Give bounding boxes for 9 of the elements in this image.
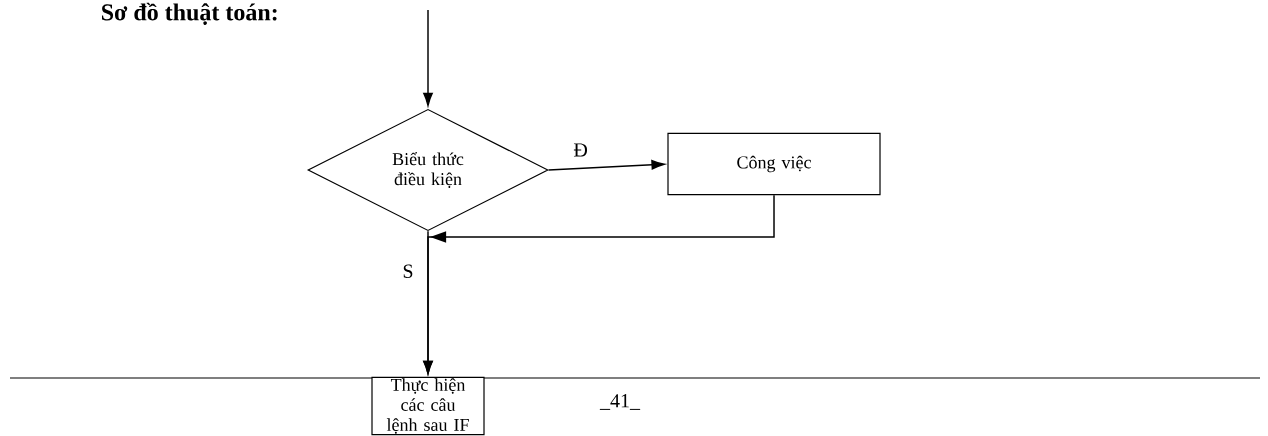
arrow	[547, 159, 665, 171]
edge-label: Đ	[572, 142, 590, 158]
page-number: _41_	[599, 394, 641, 410]
arrow	[423, 230, 433, 375]
title: Sơ đồ thuật toán:	[102, 2, 277, 25]
edge-label: S	[401, 263, 415, 280]
process-box: Thực hiện các câu lệnh sau IF	[371, 376, 485, 436]
process-box: Công việc	[667, 132, 881, 196]
arrow	[423, 9, 433, 107]
